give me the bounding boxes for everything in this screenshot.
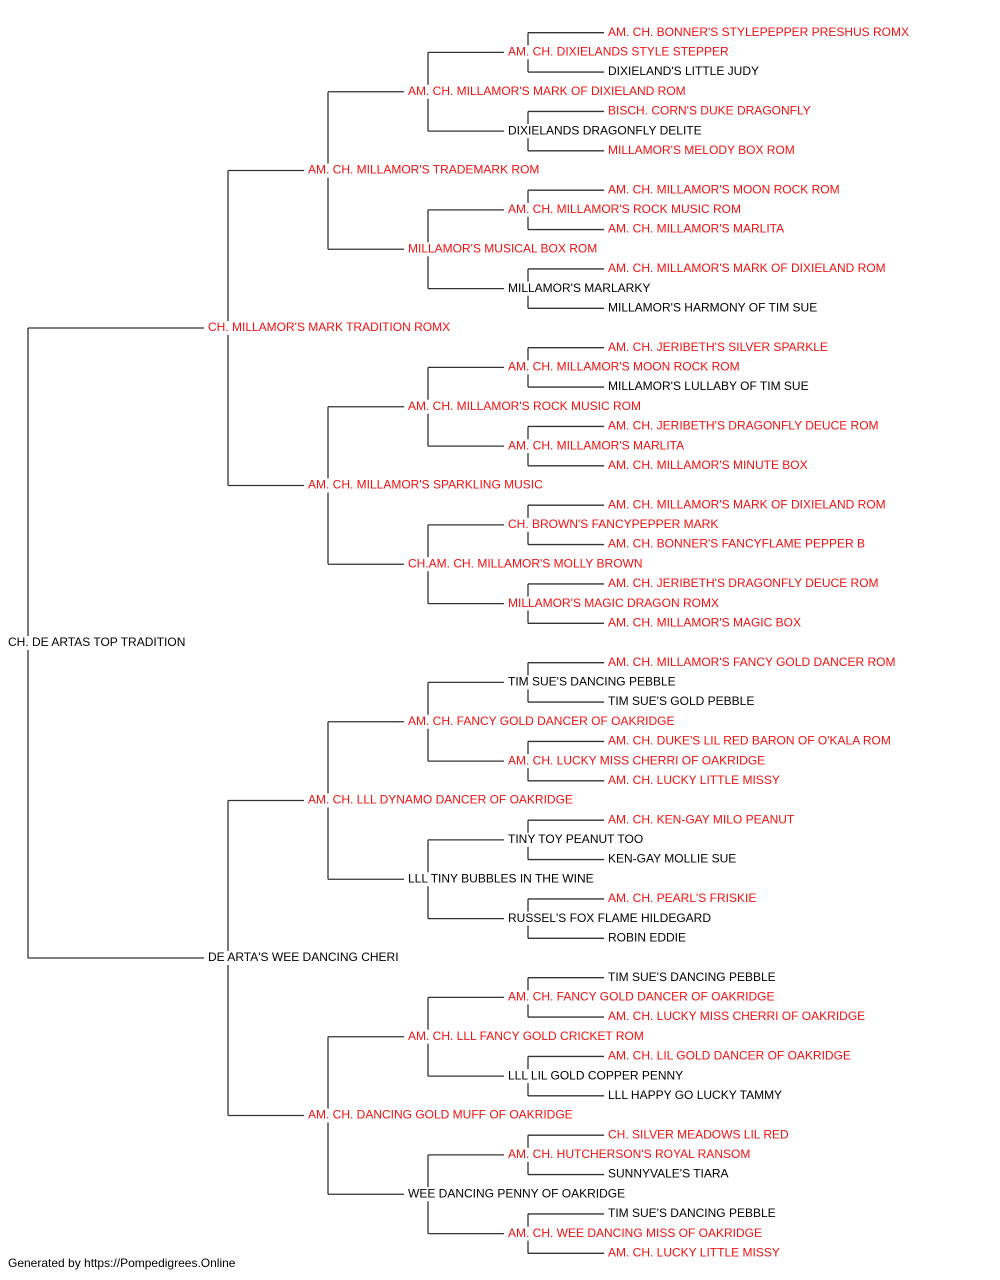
sire-name: AM. CH. DUKE'S LIL RED BARON OF O'KALA R… [608, 734, 891, 748]
dam-name: AM. CH. MILLAMOR'S MARLITA [608, 222, 784, 236]
sire-name: BISCH. CORN'S DUKE DRAGONFLY [608, 104, 811, 118]
dam-name: AM. CH. BONNER'S FANCYFLAME PEPPER B [608, 537, 865, 551]
sire-name: AM. CH. MILLAMOR'S ROCK MUSIC ROM [408, 399, 641, 413]
sire-name: CH. BROWN'S FANCYPEPPER MARK [508, 517, 718, 531]
dam-name: MILLAMOR'S HARMONY OF TIM SUE [608, 300, 817, 314]
sire-name: AM. CH. MILLAMOR'S MARK OF DIXIELAND ROM [408, 84, 686, 98]
dam-name: TIM SUE'S GOLD PEBBLE [608, 694, 754, 708]
dam-name: DIXIELANDS DRAGONFLY DELITE [508, 123, 702, 137]
dam-name: LLL LIL GOLD COPPER PENNY [508, 1068, 683, 1082]
sire-name: AM. CH. PEARL'S FRISKIE [608, 891, 756, 905]
dam-name: ROBIN EDDIE [608, 930, 686, 944]
dam-name: AM. CH. LUCKY LITTLE MISSY [608, 1245, 780, 1259]
sire-name: TIM SUE'S DANCING PEBBLE [608, 970, 776, 984]
dam-name: AM. CH. LUCKY MISS CHERRI OF OAKRIDGE [608, 1009, 865, 1023]
sire-name: CH. SILVER MEADOWS LIL RED [608, 1127, 789, 1141]
sire-name: AM. CH. MILLAMOR'S TRADEMARK ROM [308, 163, 539, 177]
sire-name: TINY TOY PEANUT TOO [508, 832, 643, 846]
sire-name: AM. CH. MILLAMOR'S MOON ROCK ROM [608, 182, 840, 196]
sire-name: AM. CH. FANCY GOLD DANCER OF OAKRIDGE [508, 990, 774, 1004]
dam-name: LLL HAPPY GO LUCKY TAMMY [608, 1088, 782, 1102]
pedigree-connectors [27, 32, 604, 1254]
sire-name: AM. CH. MILLAMOR'S MARK OF DIXIELAND ROM [608, 261, 886, 275]
dam-name: MILLAMOR'S MARLARKY [508, 281, 650, 295]
sire-name: AM. CH. MILLAMOR'S MOON ROCK ROM [508, 360, 740, 374]
sire-name: AM. CH. MILLAMOR'S ROCK MUSIC ROM [508, 202, 741, 216]
pedigree-labels: CH. DE ARTAS TOP TRADITION CH. MILLAMOR'S… [8, 25, 909, 1260]
sire-name: AM. CH. MILLAMOR'S FANCY GOLD DANCER ROM [608, 655, 895, 669]
dam-name: MILLAMOR'S LULLABY OF TIM SUE [608, 379, 809, 393]
dam-name: AM. CH. LUCKY LITTLE MISSY [608, 773, 780, 787]
generated-by-footer: Generated by https://Pompedigrees.Online [8, 1256, 236, 1270]
sire-name: AM. CH. MILLAMOR'S MARK OF DIXIELAND ROM [608, 497, 886, 511]
subject-dog-name: CH. DE ARTAS TOP TRADITION [8, 635, 185, 649]
dam-name: MILLAMOR'S MUSICAL BOX ROM [408, 241, 597, 255]
dam-name: AM. CH. MILLAMOR'S SPARKLING MUSIC [308, 478, 543, 492]
dam-name: LLL TINY BUBBLES IN THE WINE [408, 871, 594, 885]
dam-name: AM. CH. DANCING GOLD MUFF OF OAKRIDGE [308, 1108, 573, 1122]
sire-name: AM. CH. DIXIELANDS STYLE STEPPER [508, 45, 729, 59]
dam-name: SUNNYVALE'S TIARA [608, 1167, 729, 1181]
dam-name: AM. CH. LUCKY MISS CHERRI OF OAKRIDGE [508, 753, 765, 767]
sire-name: CH. MILLAMOR'S MARK TRADITION ROMX [208, 320, 450, 334]
sire-name: TIM SUE'S DANCING PEBBLE [508, 675, 676, 689]
dam-name: AM. CH. MILLAMOR'S MINUTE BOX [608, 458, 808, 472]
dam-name: AM. CH. MILLAMOR'S MAGIC BOX [608, 615, 801, 629]
dam-name: RUSSEL'S FOX FLAME HILDEGARD [508, 911, 711, 925]
sire-name: AM. CH. FANCY GOLD DANCER OF OAKRIDGE [408, 714, 674, 728]
dam-name: MILLAMOR'S MELODY BOX ROM [608, 143, 795, 157]
dam-name: DIXIELAND'S LITTLE JUDY [608, 64, 759, 78]
sire-name: AM. CH. LLL FANCY GOLD CRICKET ROM [408, 1029, 644, 1043]
dam-name: MILLAMOR'S MAGIC DRAGON ROMX [508, 596, 719, 610]
sire-name: TIM SUE'S DANCING PEBBLE [608, 1206, 776, 1220]
sire-name: AM. CH. JERIBETH'S DRAGONFLY DEUCE ROM [608, 576, 879, 590]
sire-name: AM. CH. LLL DYNAMO DANCER OF OAKRIDGE [308, 793, 573, 807]
dam-name: CH.AM. CH. MILLAMOR'S MOLLY BROWN [408, 556, 643, 570]
sire-name: AM. CH. KEN-GAY MILO PEANUT [608, 812, 795, 826]
dam-name: KEN-GAY MOLLIE SUE [608, 852, 736, 866]
sire-name: AM. CH. LIL GOLD DANCER OF OAKRIDGE [608, 1049, 851, 1063]
dam-name: WEE DANCING PENNY OF OAKRIDGE [408, 1186, 625, 1200]
dam-name: AM. CH. WEE DANCING MISS OF OAKRIDGE [508, 1226, 762, 1240]
sire-name: AM. CH. BONNER'S STYLEPEPPER PRESHUS ROM… [608, 25, 909, 39]
sire-name: AM. CH. HUTCHERSON'S ROYAL RANSOM [508, 1147, 750, 1161]
dam-name: DE ARTA'S WEE DANCING CHERI [208, 950, 399, 964]
dam-name: AM. CH. MILLAMOR'S MARLITA [508, 438, 684, 452]
sire-name: AM. CH. JERIBETH'S SILVER SPARKLE [608, 340, 828, 354]
sire-name: AM. CH. JERIBETH'S DRAGONFLY DEUCE ROM [608, 419, 879, 433]
